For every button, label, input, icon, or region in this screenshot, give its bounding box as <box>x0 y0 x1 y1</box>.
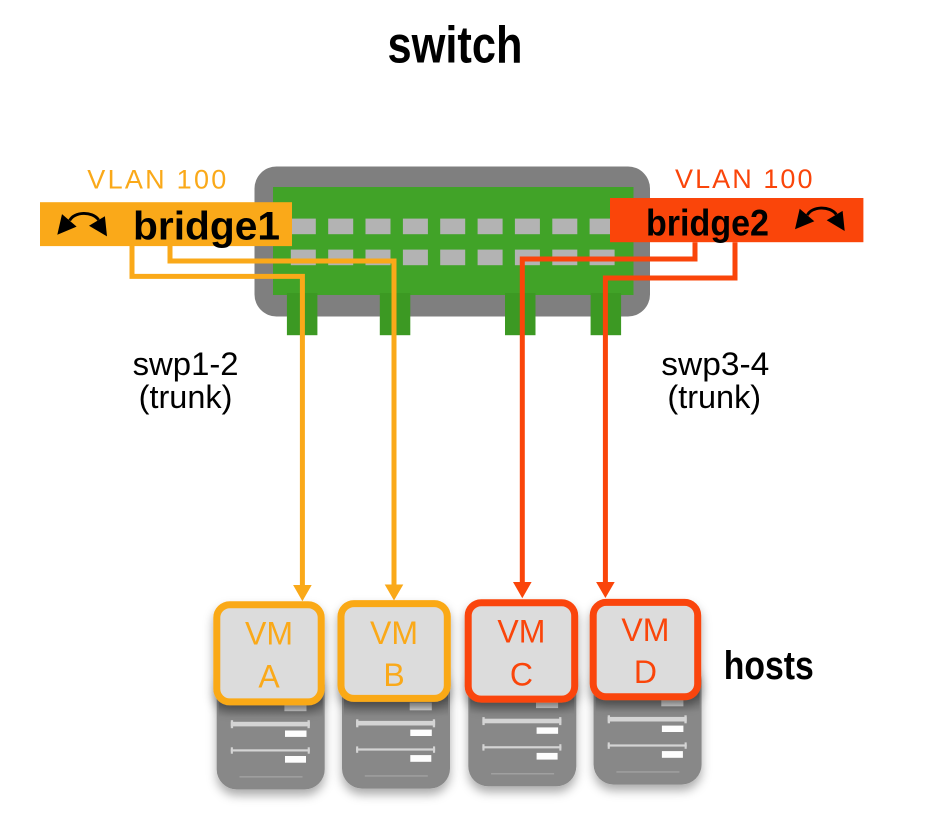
svg-text:C: C <box>510 656 533 692</box>
svg-text:swp3-4: swp3-4 <box>661 346 769 382</box>
svg-text:VM: VM <box>621 612 669 648</box>
svg-text:B: B <box>383 657 404 693</box>
svg-text:swp1-2: swp1-2 <box>133 346 239 382</box>
svg-text:VLAN 100: VLAN 100 <box>675 164 813 194</box>
svg-text:VM: VM <box>245 616 293 652</box>
svg-text:VLAN 100: VLAN 100 <box>87 165 226 195</box>
svg-text:bridge1: bridge1 <box>133 205 280 249</box>
svg-text:bridge2: bridge2 <box>646 202 769 243</box>
svg-text:VM: VM <box>370 615 418 651</box>
svg-text:A: A <box>258 658 280 694</box>
svg-text:VM: VM <box>497 614 545 650</box>
svg-text:hosts: hosts <box>724 644 814 688</box>
svg-text:switch: switch <box>388 17 523 75</box>
svg-text:(trunk): (trunk) <box>139 379 233 415</box>
svg-text:(trunk): (trunk) <box>667 379 761 415</box>
svg-text:D: D <box>634 654 657 690</box>
